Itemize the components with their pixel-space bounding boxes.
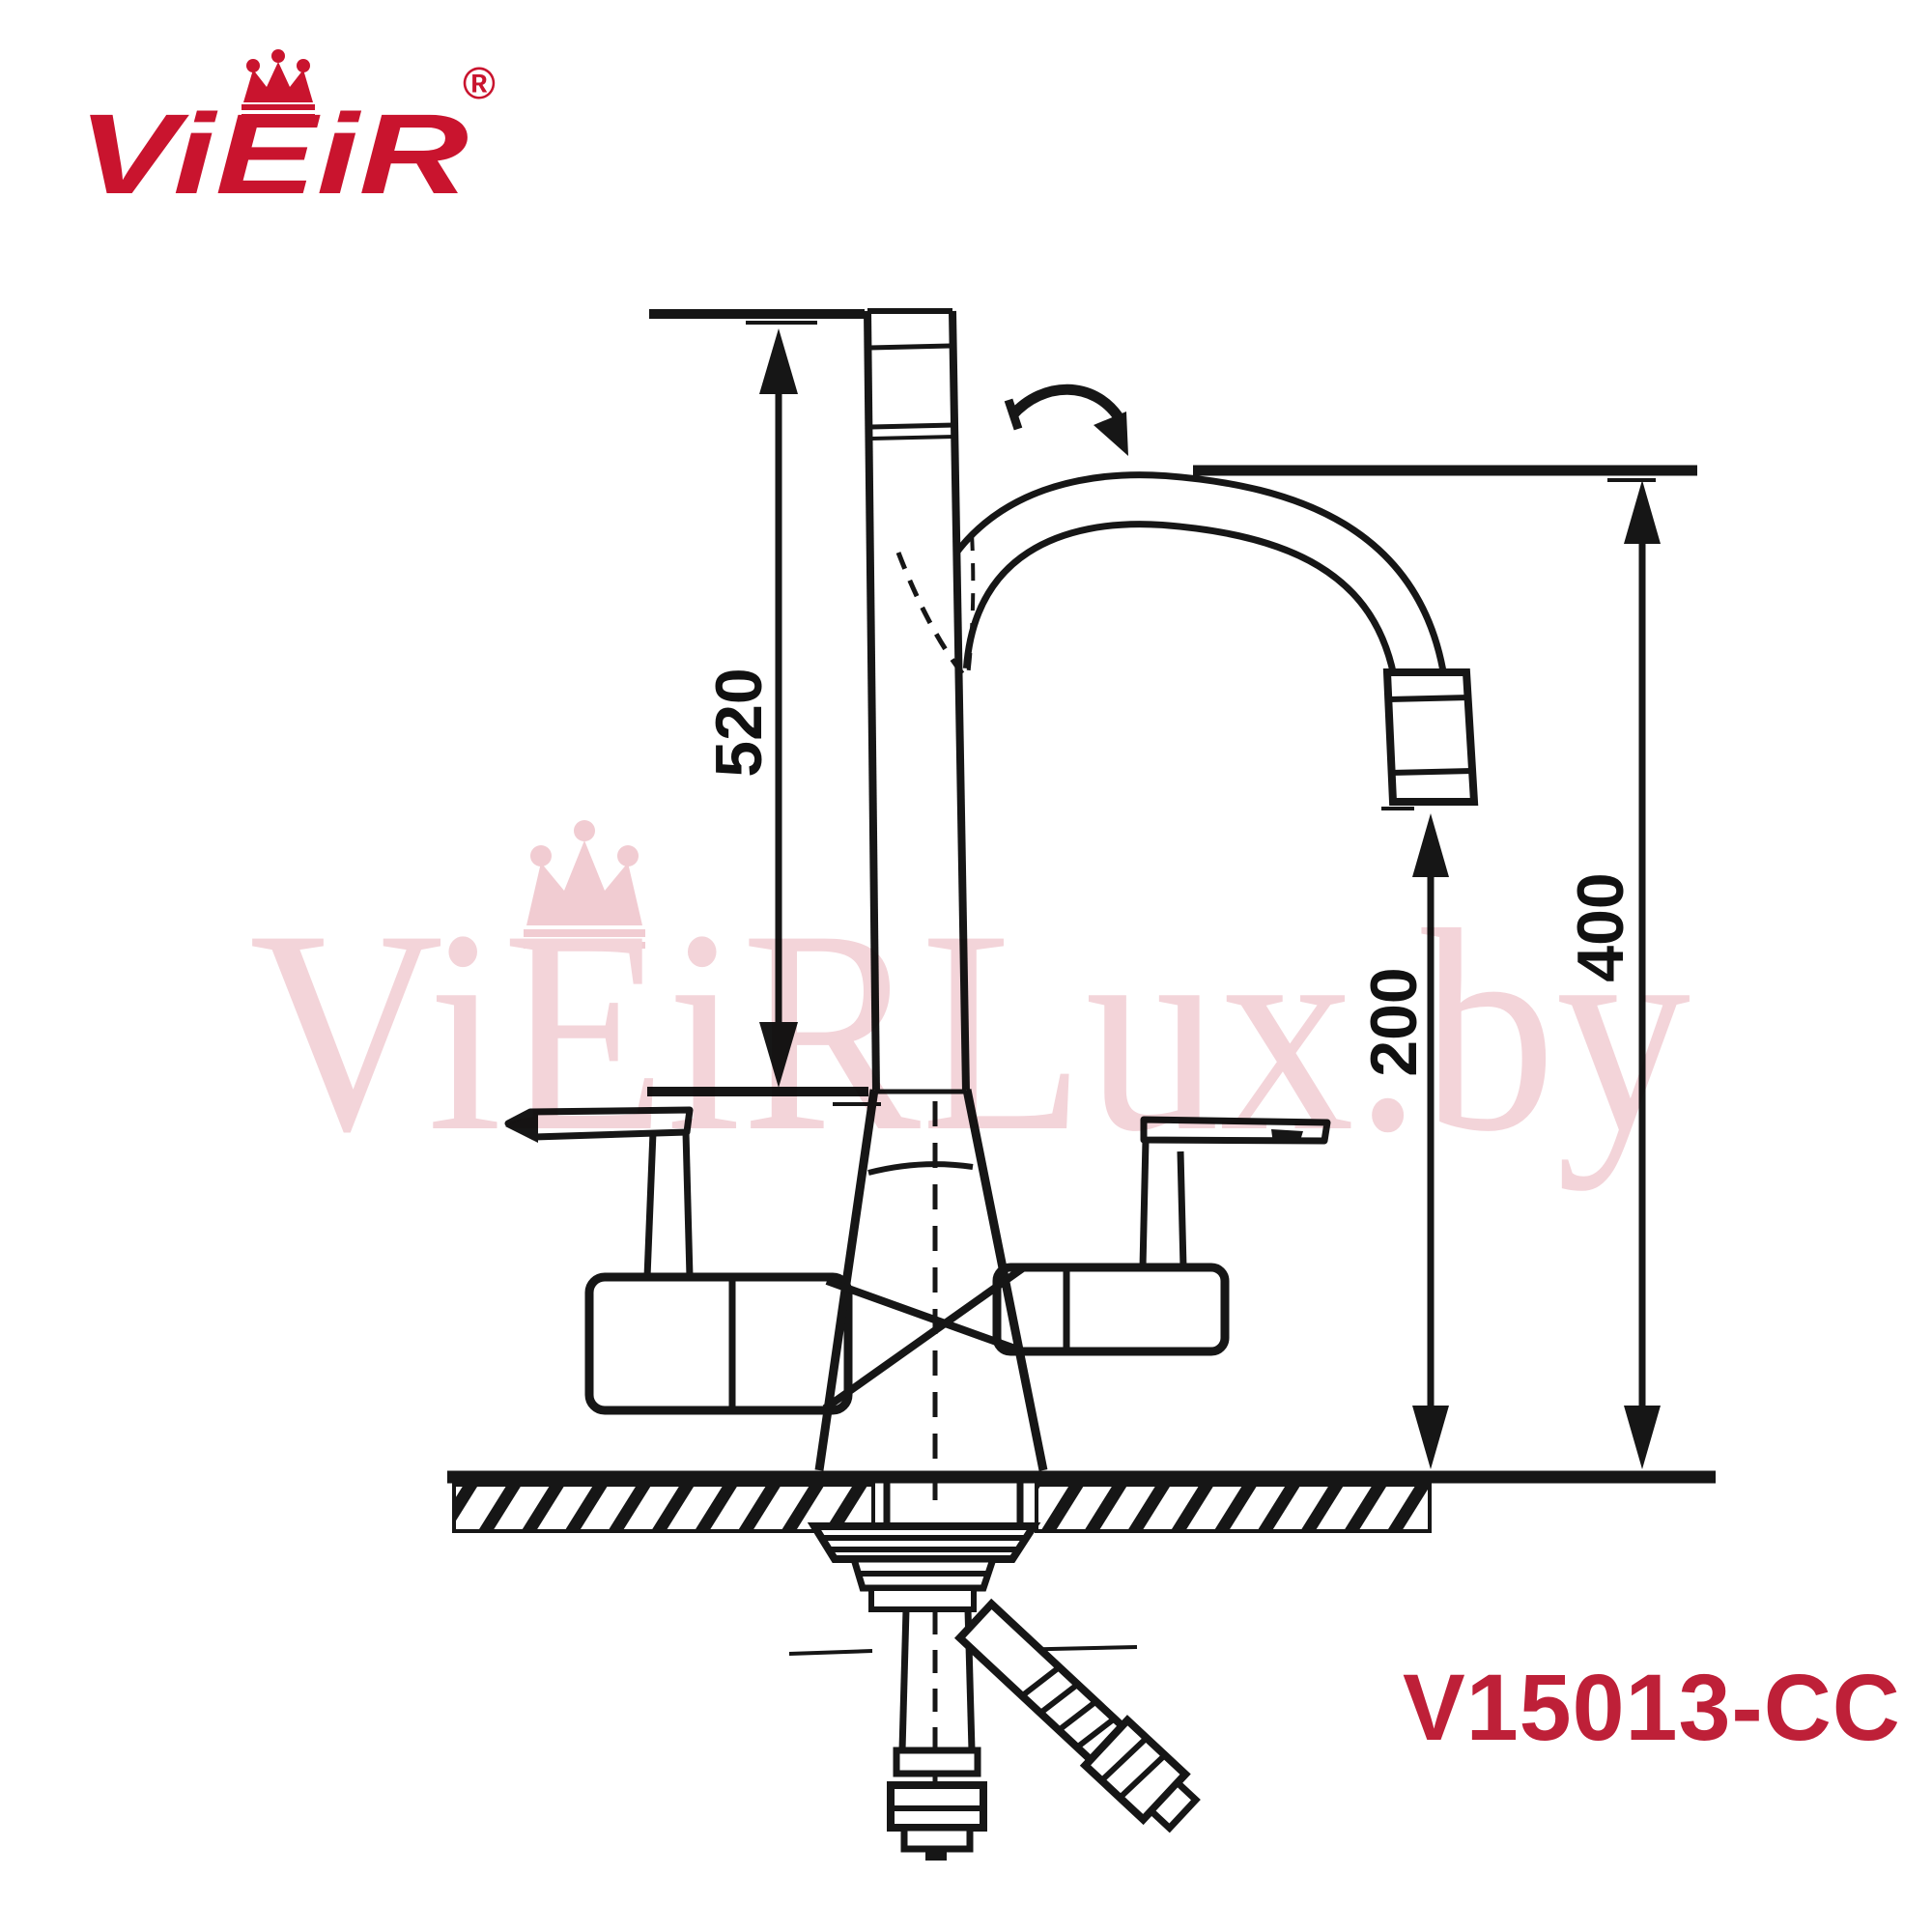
crown-icon bbox=[242, 49, 315, 118]
swivel-arrow-icon bbox=[1004, 384, 1128, 456]
dimension-200: 200 bbox=[1357, 813, 1449, 1469]
right-lever-grip bbox=[1271, 1129, 1303, 1144]
brand-logo-text: ViEiR bbox=[77, 91, 469, 213]
right-handle bbox=[992, 1116, 1331, 1356]
left-lever-tip bbox=[505, 1112, 538, 1143]
braided-hose bbox=[953, 1598, 1201, 1833]
faucet-body bbox=[504, 1089, 1331, 1503]
product-code: V15013-CC bbox=[1403, 1655, 1901, 1760]
brand-logo: ViEiR ® bbox=[77, 49, 496, 213]
dimension-400: 400 bbox=[1564, 480, 1661, 1469]
spout-nozzle bbox=[1382, 668, 1479, 806]
left-handle bbox=[504, 1106, 853, 1415]
dimension-annotations: 520 200 400 bbox=[647, 309, 1697, 1469]
registered-trademark-symbol: ® bbox=[463, 58, 496, 108]
countertop bbox=[447, 1470, 1716, 1533]
dimension-label-overall-spout-height: 400 bbox=[1564, 872, 1637, 981]
spout-column bbox=[864, 308, 976, 1093]
under-counter-assembly bbox=[788, 1522, 1201, 1861]
gooseneck-spout bbox=[914, 471, 1448, 688]
dimension-label-spout-outlet-clearance: 200 bbox=[1357, 967, 1431, 1076]
dimension-520: 520 bbox=[702, 328, 798, 1088]
dimension-label-spout-column-height: 520 bbox=[702, 668, 776, 777]
